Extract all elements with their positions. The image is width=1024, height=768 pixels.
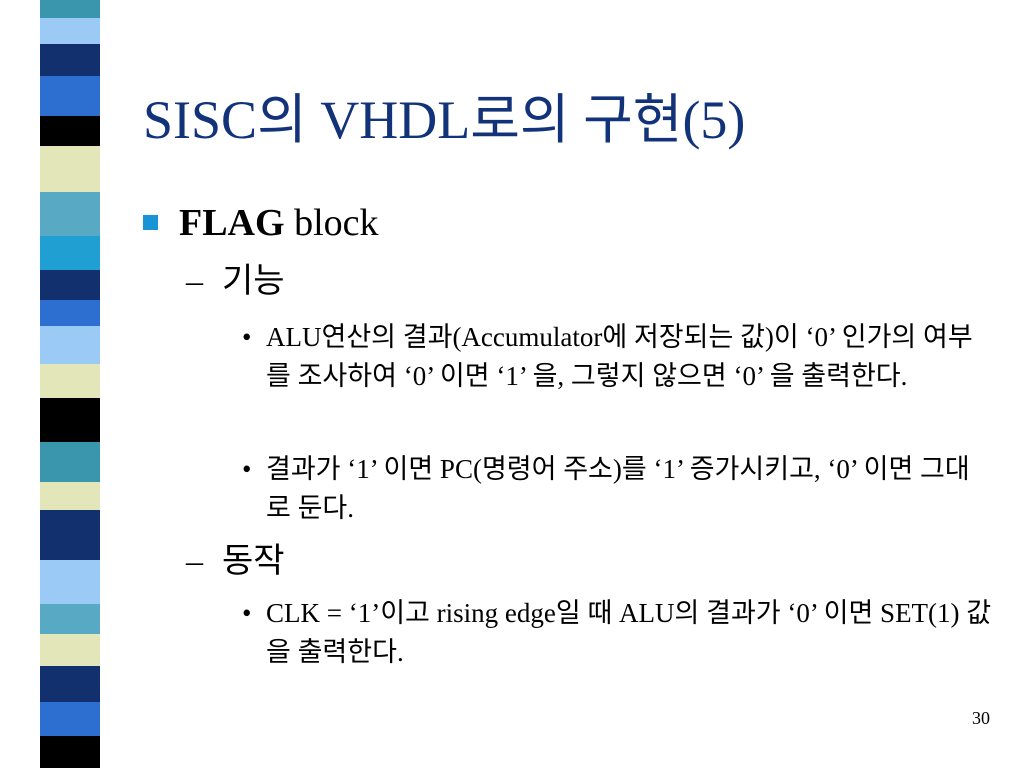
stripe-segment (40, 510, 100, 560)
stripe-segment (40, 326, 100, 364)
stripe-segment (40, 364, 100, 398)
stripe-segment (40, 44, 100, 76)
dash-marker: – (186, 263, 203, 300)
stripe-segment (40, 442, 100, 482)
detail-item: • ALU연산의 결과(Accumulator에 저장되는 값)이 ‘0’ 인가… (242, 318, 994, 396)
dash-marker: – (186, 543, 203, 580)
square-bullet-icon (143, 215, 158, 230)
bullet-rest-label: block (284, 202, 379, 244)
stripe-segment (40, 146, 100, 192)
slide-title: SISC의 VHDL로의 구현(5) (143, 90, 746, 150)
stripe-segment (40, 634, 100, 666)
stripe-segment (40, 0, 100, 18)
stripe-segment (40, 398, 100, 442)
stripe-segment (40, 604, 100, 634)
stripe-segment (40, 116, 100, 146)
stripe-segment (40, 236, 100, 270)
stripe-segment (40, 300, 100, 326)
dot-marker: • (242, 454, 252, 484)
stripe-segment (40, 76, 100, 116)
stripe-segment (40, 702, 100, 736)
bullet-bold-label: FLAG (179, 202, 285, 244)
detail-item: • 결과가 ‘1’ 이면 PC(명령어 주소)를 ‘1’ 증가시키고, ‘0’ … (242, 450, 994, 528)
stripe-segment (40, 270, 100, 300)
stripe-segment (40, 666, 100, 702)
detail-text: ALU연산의 결과(Accumulator에 저장되는 값)이 ‘0’ 인가의 … (266, 322, 973, 391)
stripe-segment (40, 482, 100, 510)
subbullet-label: 기능 (222, 263, 285, 300)
stripe-segment (40, 736, 100, 768)
stripe-segment (40, 18, 100, 44)
detail-text: 결과가 ‘1’ 이면 PC(명령어 주소)를 ‘1’ 증가시키고, ‘0’ 이면… (266, 454, 970, 523)
slide-number: 30 (972, 708, 990, 728)
detail-text: CLK = ‘1’이고 rising edge일 때 ALU의 결과가 ‘0’ … (266, 598, 992, 667)
stripe-segment (40, 192, 100, 236)
dot-marker: • (242, 322, 252, 352)
dot-marker: • (242, 598, 252, 628)
bullet-text: FLAG block (179, 200, 379, 246)
detail-item: • CLK = ‘1’이고 rising edge일 때 ALU의 결과가 ‘0… (242, 594, 994, 672)
subbullet-label: 동작 (222, 543, 285, 580)
decorative-side-stripe (40, 0, 100, 768)
stripe-segment (40, 560, 100, 604)
